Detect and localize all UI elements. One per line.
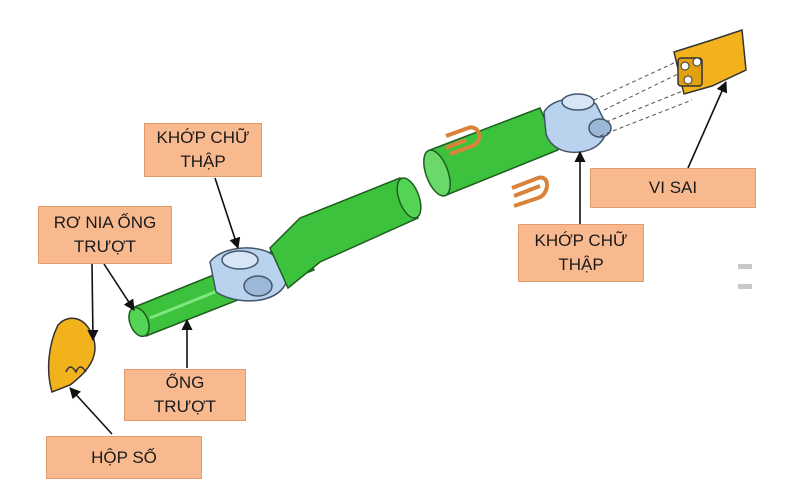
label-vi-sai-line1: VI SAI <box>648 178 698 197</box>
exploded-guide-lines <box>593 61 693 137</box>
label-khop-chu-thap-left: KHỚP CHỮ THẬP <box>144 123 262 177</box>
u-bolt-top <box>445 125 482 156</box>
right-universal-joint-part <box>543 93 612 154</box>
main-tube-right <box>423 107 559 198</box>
main-tube-left <box>269 177 422 290</box>
arrow-vi-sai <box>687 80 728 169</box>
label-hop-so-line1: HỘP SỐ <box>91 447 157 467</box>
label-khop-chu-thap-right: KHỚP CHỮ THẬP <box>518 224 644 282</box>
label-vi-sai: VI SAI <box>590 168 756 208</box>
arrow-khop-left <box>214 177 241 250</box>
arrow-ro-nia-1 <box>87 263 99 342</box>
label-khop-chu-thap-right-line2: THẬP <box>558 255 604 274</box>
gray-mark-1 <box>738 264 752 269</box>
u-bolt-bottom <box>511 175 549 208</box>
label-khop-chu-thap-left-line1: KHỚP CHỮ <box>156 128 250 147</box>
label-ong-truot: ỐNG TRƯỢT <box>124 369 246 421</box>
gearbox-part <box>47 317 96 393</box>
label-khop-chu-thap-left-line2: THẬP <box>180 152 226 171</box>
label-hop-so: HỘP SỐ <box>46 436 202 479</box>
label-ong-truot-line1: ỐNG <box>165 373 205 392</box>
label-ro-nia-ong-truot: RƠ NIA ỐNG TRƯỢT <box>38 206 172 264</box>
arrow-ro-nia-2 <box>103 263 135 311</box>
label-ro-nia-line2: TRƯỢT <box>73 237 137 256</box>
arrow-hop-so <box>69 387 113 435</box>
label-ong-truot-line2: TRƯỢT <box>153 397 217 416</box>
gray-mark-2 <box>738 284 752 289</box>
label-khop-chu-thap-right-line1: KHỚP CHỮ <box>534 231 628 250</box>
differential-yoke-part <box>673 28 747 95</box>
label-ro-nia-line1: RƠ NIA ỐNG <box>53 213 157 232</box>
